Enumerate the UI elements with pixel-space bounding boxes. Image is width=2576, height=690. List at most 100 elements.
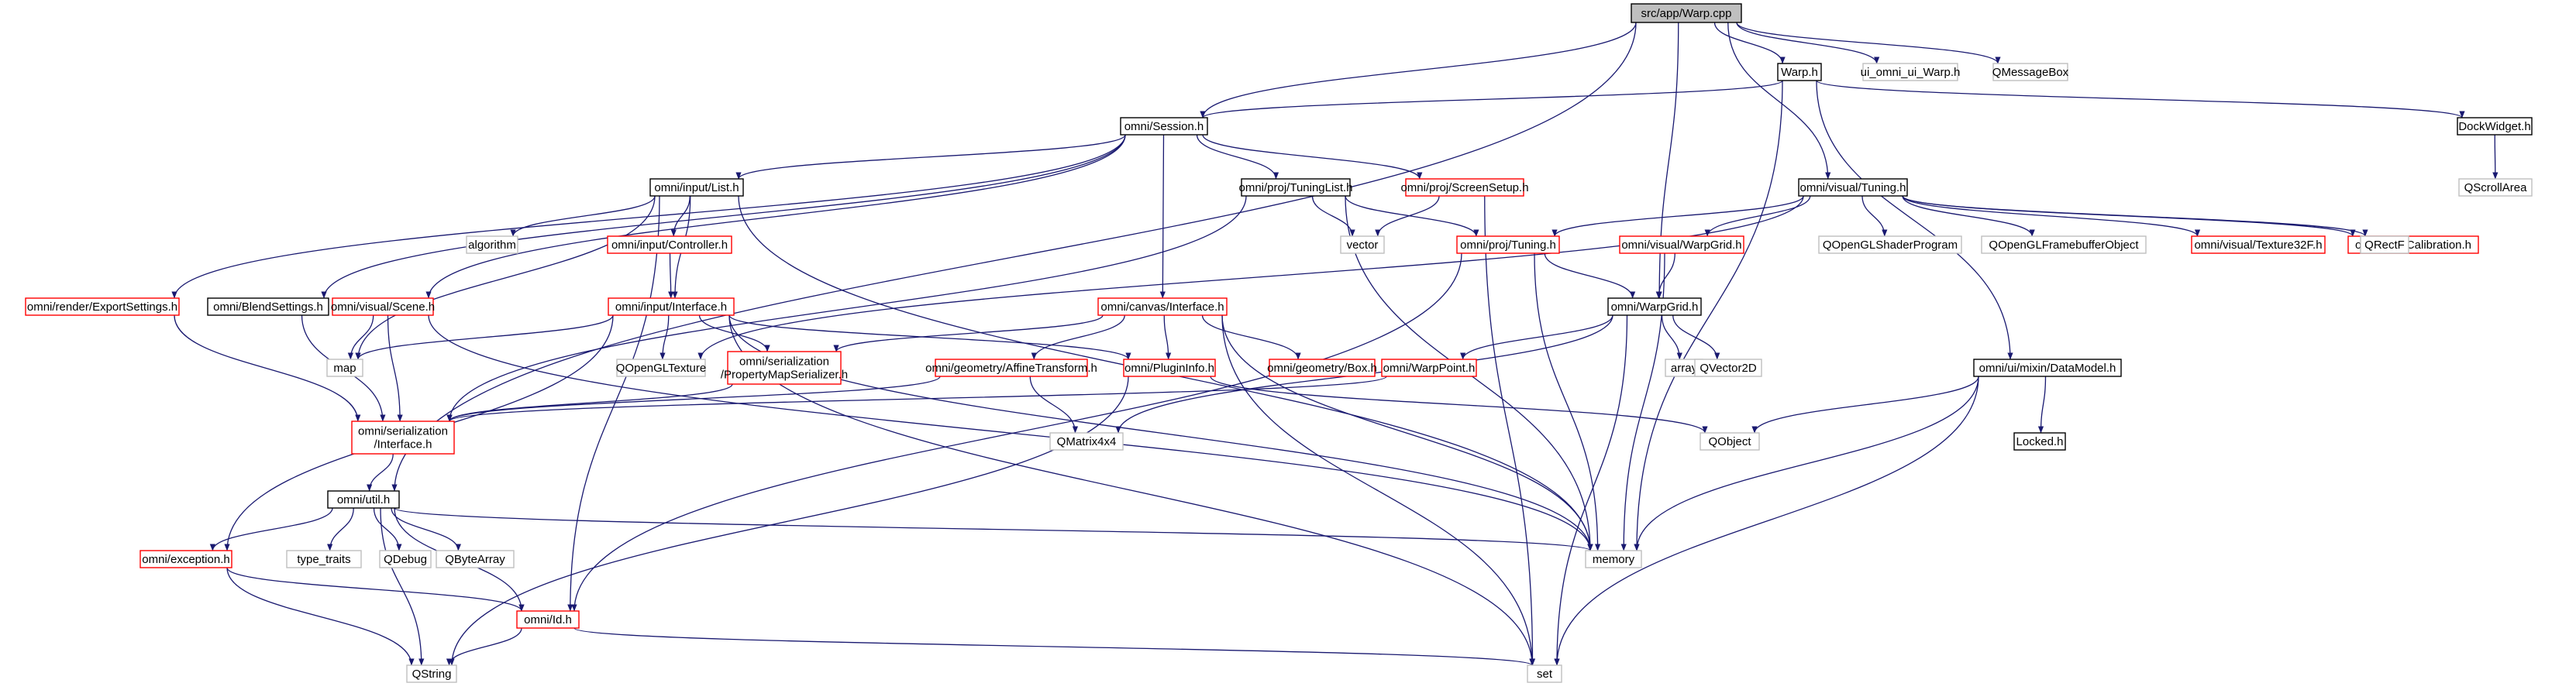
node-qmatrix[interactable]: QMatrix4x4 <box>1049 432 1124 451</box>
node-vis-warpgrid[interactable]: omni/visual/WarpGrid.h <box>1619 235 1744 254</box>
node-qdebug[interactable]: QDebug <box>379 550 432 568</box>
node-blendsettings[interactable]: omni/BlendSettings.h <box>207 297 329 316</box>
node-qglshader[interactable]: QOpenGLShaderProgram <box>1818 235 1962 254</box>
node-vector[interactable]: vector <box>1340 235 1385 254</box>
node-box <box>332 297 434 316</box>
edge-line <box>1816 80 2465 118</box>
edge-line <box>391 507 461 551</box>
edge-line <box>449 376 1129 666</box>
node-map[interactable]: map <box>326 359 363 377</box>
node-label: QRectF <box>2364 239 2405 252</box>
edge-input_list-to-map <box>355 195 656 360</box>
node-qrectf[interactable]: QRectF <box>2360 235 2409 254</box>
edge-util-to-typetraits <box>327 507 354 551</box>
edge-canvas_interface-to-propmapser <box>833 314 1104 352</box>
node-typetraits[interactable]: type_traits <box>286 550 362 568</box>
edge-vis_warpgrid-to-warpgrid <box>1655 252 1675 299</box>
node-ser-interface[interactable]: omni/serialization/Interface.h <box>351 421 455 455</box>
node-qglfbo[interactable]: QOpenGLFramebufferObject <box>1981 235 2147 254</box>
node-box <box>1527 664 1562 683</box>
node-dockwidget[interactable]: DockWidget.h <box>2457 117 2533 136</box>
edge-line <box>833 314 1104 352</box>
node-warppoint[interactable]: omni/WarpPoint.h <box>1381 359 1477 377</box>
node-label: omni/WarpGrid.h <box>1611 300 1699 314</box>
node-box <box>1049 432 1124 451</box>
edge-line <box>1672 314 1720 360</box>
node-root[interactable]: src/app/Warp.cpp <box>1631 3 1742 23</box>
node-screensetup[interactable]: omni/proj/ScreenSetup.h <box>1400 178 1529 197</box>
node-memory[interactable]: memory <box>1585 550 1642 568</box>
edge-warp_h-to-session <box>1200 80 1783 118</box>
node-qgltexture[interactable]: QOpenGLTexture <box>616 359 706 377</box>
edge-affine-to-ser_interface <box>446 376 941 422</box>
node-visual-tuning[interactable]: omni/visual/Tuning.h <box>1798 178 1908 197</box>
node-plugininfo[interactable]: omni/PluginInfo.h <box>1123 359 1216 377</box>
edge-line <box>355 314 614 360</box>
node-canvas-interface[interactable]: omni/canvas/Interface.h <box>1097 297 1228 316</box>
node-tuninglist[interactable]: omni/proj/TuningList.h <box>1238 178 1353 197</box>
edge-line <box>510 195 656 237</box>
node-input-list[interactable]: omni/input/List.h <box>649 178 744 197</box>
node-util[interactable]: omni/util.h <box>327 490 400 509</box>
node-box <box>1381 359 1477 377</box>
node-propmapser[interactable]: omni/serialization/PropertyMapSerializer… <box>721 351 848 385</box>
node-label: omni/serialization <box>739 355 829 368</box>
node-box <box>2013 432 2066 451</box>
node-id-h[interactable]: omni/Id.h <box>516 610 580 629</box>
node-warpgrid[interactable]: omni/WarpGrid.h <box>1607 297 1702 316</box>
node-set[interactable]: set <box>1527 664 1562 683</box>
node-session[interactable]: omni/Session.h <box>1120 117 1208 136</box>
edge-session-to-vis_scene <box>425 134 1126 299</box>
node-qstring[interactable]: QString <box>406 664 457 683</box>
node-locked[interactable]: Locked.h <box>2013 432 2066 451</box>
node-warp-h[interactable]: Warp.h <box>1777 63 1822 81</box>
node-label: QDebug <box>384 553 427 566</box>
edge-visual_tuning-to-vis_warpgrid <box>1704 195 1811 237</box>
node-controller[interactable]: omni/input/Controller.h <box>607 235 732 254</box>
edge-datamodel-to-memory <box>1634 376 1979 551</box>
node-box <box>1992 63 2068 81</box>
edge-warpgrid-to-warppoint <box>1460 314 1613 360</box>
edge-line <box>174 314 361 422</box>
edge-line <box>1544 252 1636 299</box>
node-texture32f[interactable]: omni/visual/Texture32F.h <box>2191 235 2326 254</box>
node-box <box>466 235 518 254</box>
node-label: omni/proj/TuningList.h <box>1238 181 1352 194</box>
node-vis-scene[interactable]: omni/visual/Scene.h <box>331 297 435 316</box>
edge-line <box>327 507 354 551</box>
node-affine[interactable]: omni/geometry/AffineTransform.h <box>925 359 1097 377</box>
node-label: array <box>1671 362 1698 375</box>
node-input-interface[interactable]: omni/input/Interface.h <box>608 297 735 316</box>
node-qmsgbox[interactable]: QMessageBox <box>1992 63 2069 81</box>
node-proj-tuning[interactable]: omni/proj/Tuning.h <box>1456 235 1560 254</box>
node-box <box>2458 178 2533 197</box>
node-label: omni/util.h <box>337 493 390 506</box>
edge-line <box>446 195 1247 422</box>
node-box <box>286 550 362 568</box>
node-qscrollarea[interactable]: QScrollArea <box>2458 178 2533 197</box>
edge-canvas_interface-to-set <box>1221 314 1535 666</box>
node-label: QVector2D <box>1700 362 1757 375</box>
edge-line <box>1554 376 1979 666</box>
node-label: QOpenGLFramebufferObject <box>1989 239 2139 252</box>
node-box <box>1340 235 1385 254</box>
node-qbytearray[interactable]: QByteArray <box>436 550 515 568</box>
node-qvector2d[interactable]: QVector2D <box>1694 359 1762 377</box>
node-label: QScrollArea <box>2464 181 2528 194</box>
node-box <box>351 421 455 455</box>
node-label: omni/proj/Tuning.h <box>1460 239 1556 252</box>
edge-line <box>1460 314 1613 360</box>
edge-screensetup-to-vector <box>1375 195 1440 237</box>
edge-line <box>1736 22 2001 64</box>
node-geobox[interactable]: omni/geometry/Box.h <box>1267 359 1377 377</box>
edge-util-to-qstring <box>380 507 425 666</box>
node-algorithm[interactable]: algorithm <box>466 235 518 254</box>
node-exportsettings[interactable]: omni/render/ExportSettings.h <box>25 297 180 316</box>
node-qobject[interactable]: QObject <box>1700 432 1760 451</box>
edge-line <box>1200 22 1637 118</box>
node-label: omni/input/Controller.h <box>611 239 728 252</box>
node-ui-warp[interactable]: ui_omni_ui_Warp.h <box>1861 63 1961 81</box>
node-datamodel[interactable]: omni/ui/mixin/DataModel.h <box>1973 359 2122 377</box>
node-exception[interactable]: omni/exception.h <box>139 550 232 568</box>
edge-line <box>428 314 1593 551</box>
